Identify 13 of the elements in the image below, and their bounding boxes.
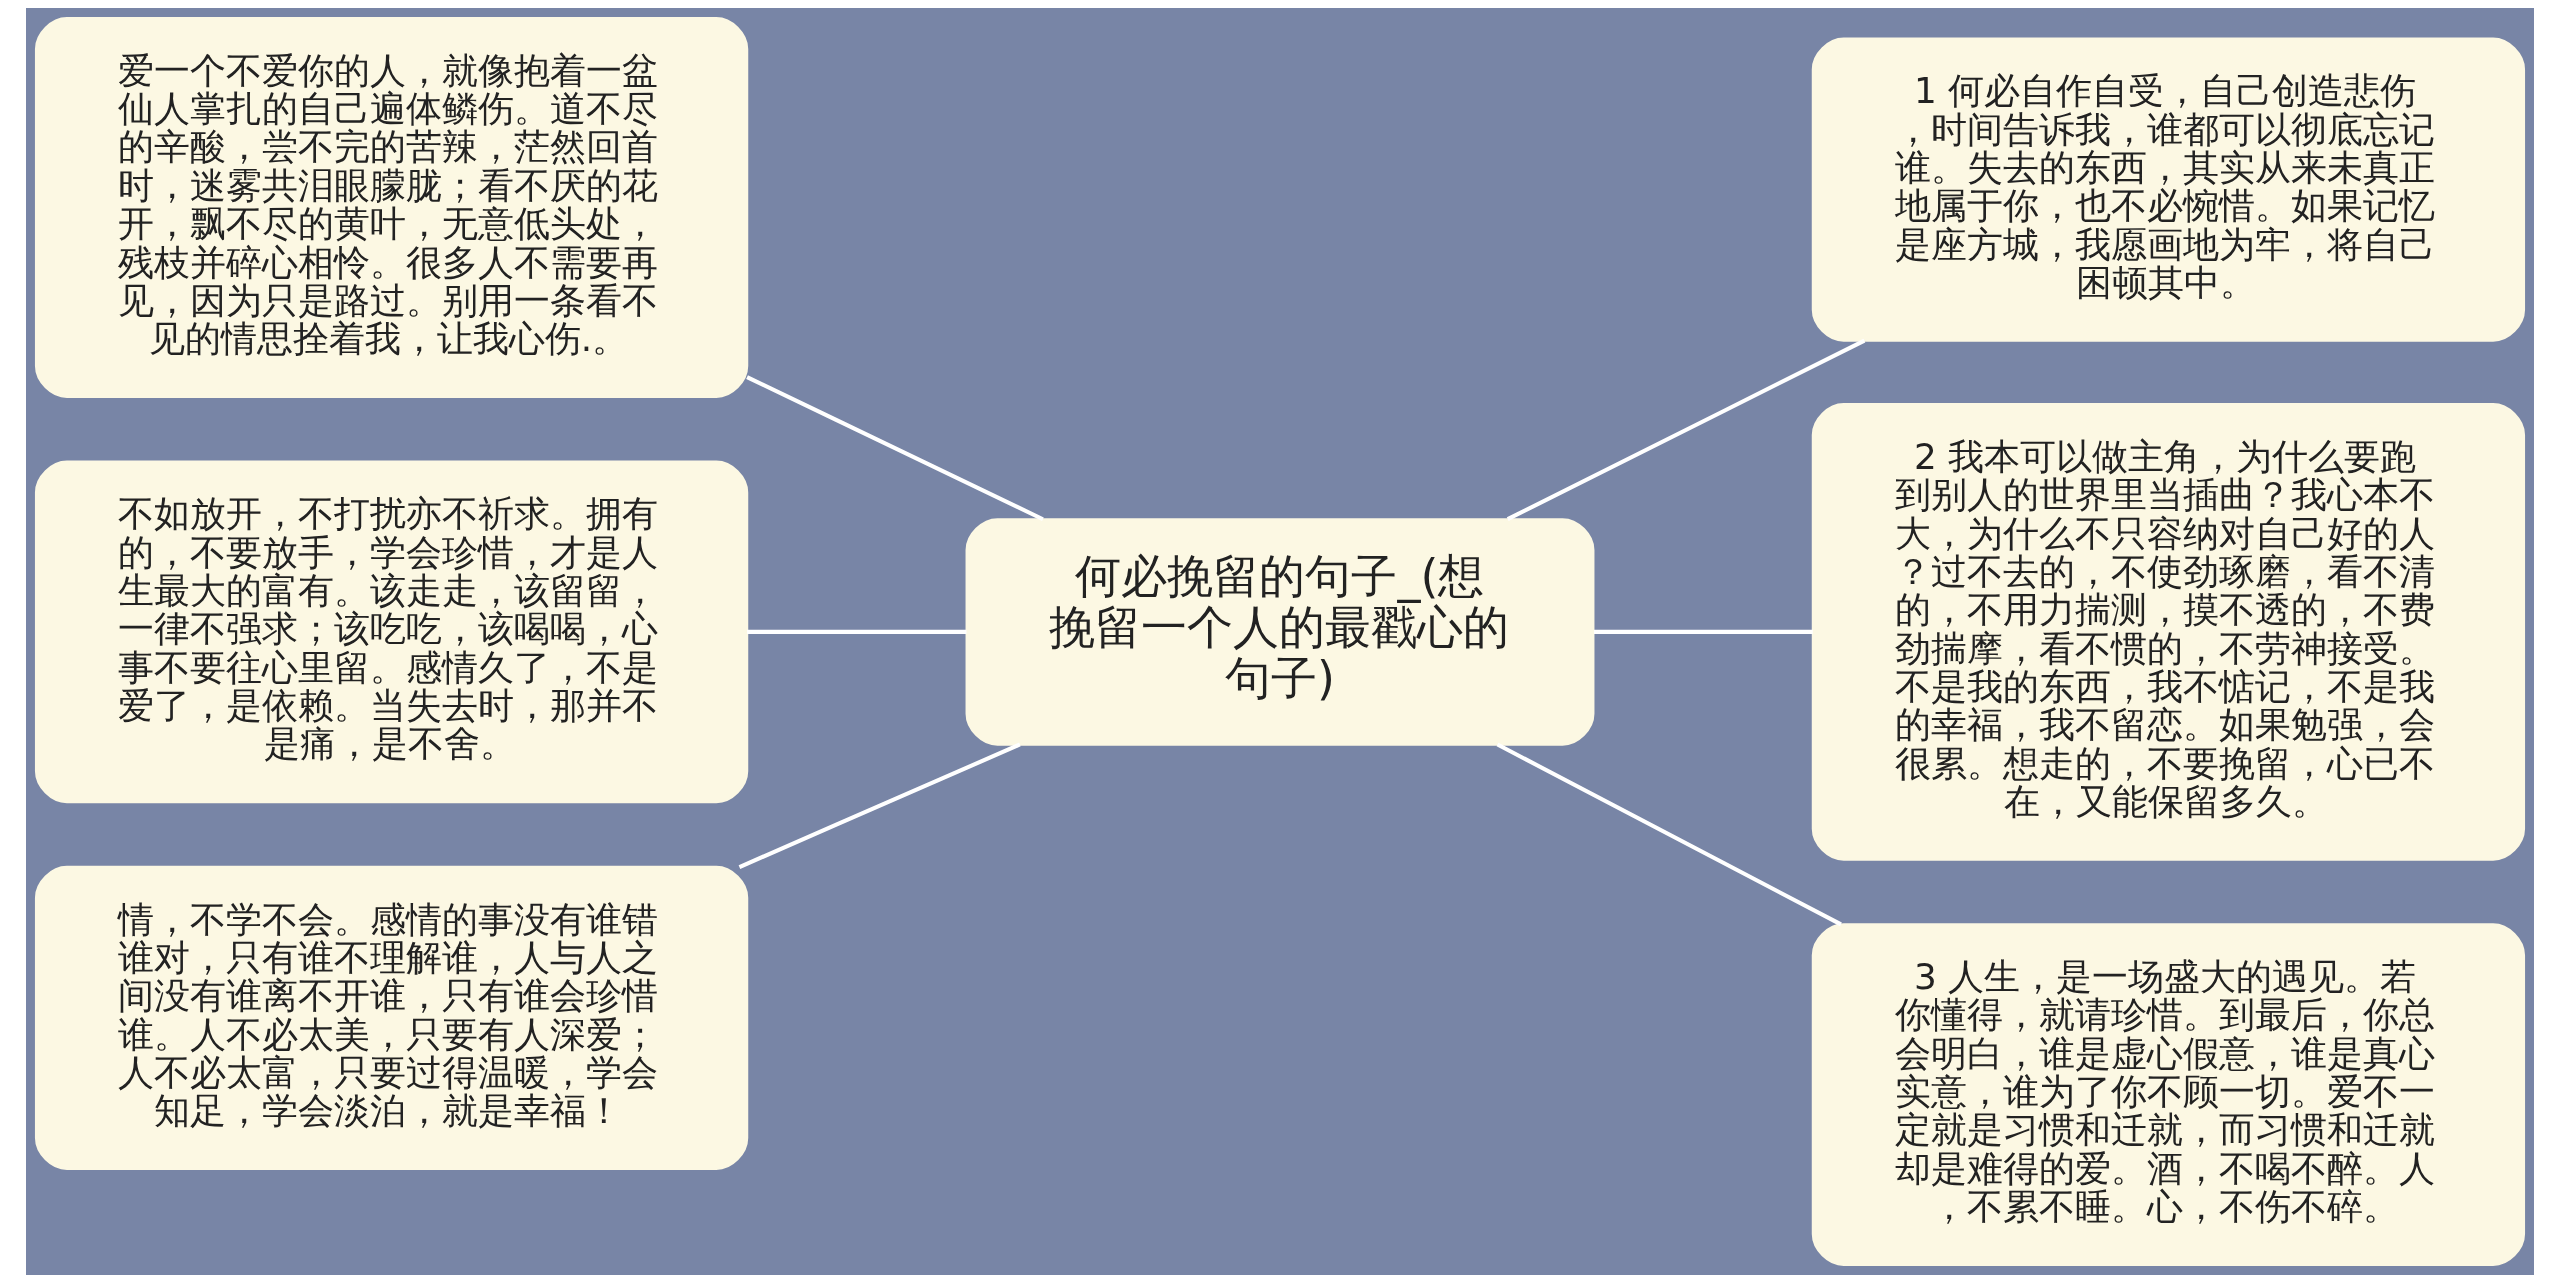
node-box: 不如放开，不打扰亦不祈求。拥有的，不要放手，学会珍惜，才是人生最大的富有。该走走，该留留，一律不强求；该吃吃，该喝喝，心事不要往心里留。感情久了，不是爱了，是依赖。当失去时，那并不是痛，是不舍。 [34, 460, 749, 804]
node-box: 2 我本可以做主角，为什么要跑到别人的世界里当插曲？我心本不大，为什么不只容纳对自己好的人？过不去的，不使劲琢磨，看不清的，不用力揣测，摸不透的，不费劲揣摩，看不惯的，不劳神接受。不是我的东西，我不惦记，不是我的幸福，我不留恋。如果勉强，会很累。想走的，不要挽留，心已不在，又能保留多久。 [1811, 403, 2526, 861]
node-box: 爱一个不爱你的人，就像抱着一盆仙人掌扎的自己遍体鳞伤。道不尽的辛酸，尝不完的苦辣，茫然回首时，迷雾共泪眼朦胧；看不厌的花开，飘不尽的黄叶，无意低头处，残枝并碎心相怜。很多人不需要再见，因为只是路过。别用一条看不见的情思拴着我，让我心伤.。 [34, 17, 749, 398]
node-box: 3 人生，是一场盛大的遇见。若你懂得，就请珍惜。到最后，你总会明白，谁是虚心假意，谁是真心实意，谁为了你不顾一切。爱不一定就是习惯和迁就，而习惯和迁就却是难得的爱。酒，不喝不醉。人，不累不睡。心，不伤不碎。 [1811, 923, 2526, 1266]
node-box: 1 何必自作自受，自己创造悲伤，时间告诉我，谁都可以彻底忘记谁。失去的东西，其实从来未真正地属于你，也不必惋惜。如果记忆是座方城，我愿画地为牢，将自己困顿其中。 [1811, 37, 2526, 342]
node-box: 何必挽留的句子_(想挽留一个人的最戳心的句子) [965, 518, 1595, 746]
node-box: 情，不学不会。感情的事没有谁错谁对，只有谁不理解谁，人与人之间没有谁离不开谁，只有谁会珍惜谁。人不必太美，只要有人深爱；人不必太富，只要过得温暖，学会知足，学会淡泊，就是幸福！ [34, 865, 749, 1171]
connector [747, 629, 967, 634]
connector [746, 375, 1044, 522]
connector [1593, 629, 1813, 634]
connector [1506, 338, 1866, 521]
connector [738, 742, 1021, 869]
connector [1496, 742, 1842, 927]
